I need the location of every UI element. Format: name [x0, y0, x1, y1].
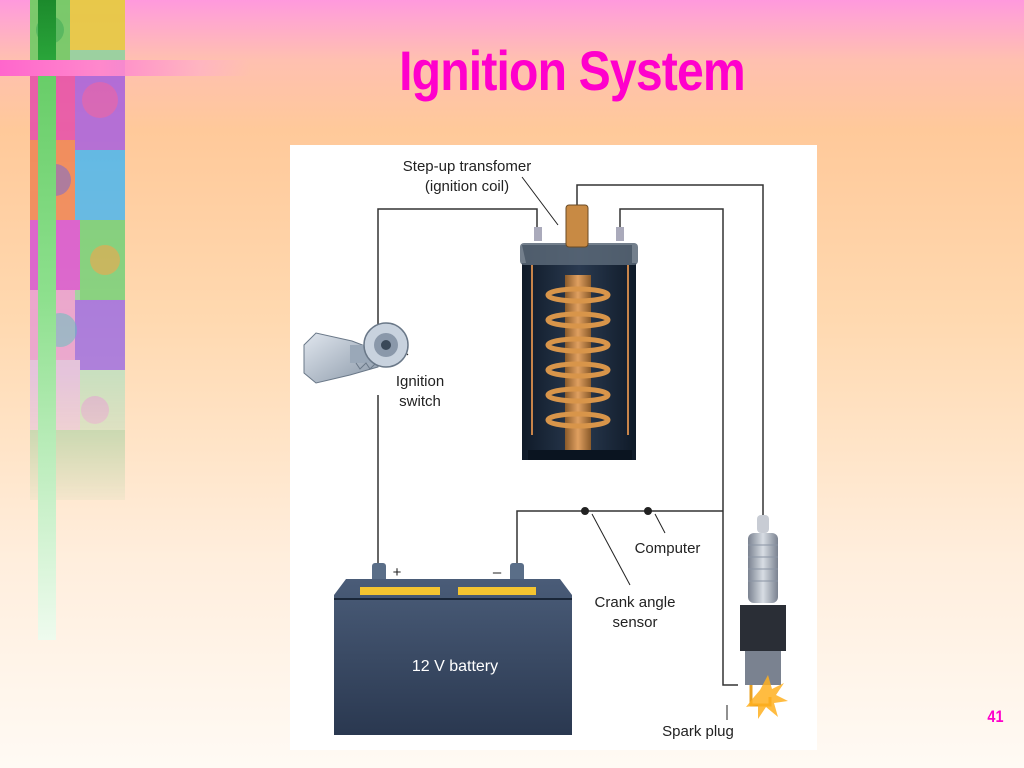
- spark-plug: [740, 515, 788, 719]
- coil-terminal-right: [616, 227, 624, 241]
- circuit-wires: [377, 184, 764, 686]
- transformer-label: Step-up transfomer (ignition coil): [372, 157, 562, 197]
- transformer-label-line1: Step-up transfomer: [402, 158, 532, 175]
- wire-battery-to-computer: [516, 510, 723, 565]
- battery-terminal-negative: [510, 563, 524, 583]
- ignition-key: [303, 322, 409, 384]
- ignition-switch-label-line2: switch: [399, 393, 441, 410]
- ignition-system-diagram: Step-up transfomer (ignition coil) Ignit…: [290, 145, 817, 750]
- decorative-green-bar: [38, 0, 56, 640]
- battery-label: 12 V battery: [411, 658, 499, 675]
- slide-number: 41: [987, 707, 1004, 726]
- ignition-switch-label: Ignition switch: [380, 372, 460, 412]
- junction-dot: [581, 507, 589, 515]
- ignition-coil: [520, 204, 638, 460]
- wire-coil-to-ground: [619, 208, 738, 686]
- wire-coil-to-switch: [377, 208, 538, 325]
- computer-label: Computer: [634, 540, 701, 557]
- crank-sensor-label-line1: Crank angle: [594, 594, 676, 611]
- spark-icon: [746, 675, 788, 719]
- coil-terminal-left: [534, 227, 542, 241]
- transformer-label-line2: (ignition coil): [424, 178, 510, 195]
- diagram-artwork: [303, 176, 788, 735]
- label-pointers: [397, 176, 728, 720]
- decorative-pink-bar: [0, 60, 250, 76]
- wire-coil-to-spark-plug: [576, 184, 764, 520]
- battery-plus-sign: +: [392, 564, 402, 581]
- battery-terminal-positive: [372, 563, 386, 583]
- battery: [334, 563, 572, 735]
- crank-sensor-label-line2: sensor: [612, 614, 658, 631]
- ignition-switch-label-line1: Ignition: [395, 373, 445, 390]
- coil-tower: [565, 204, 589, 248]
- decorative-artwork: [30, 0, 125, 500]
- battery-minus-sign: –: [492, 564, 502, 581]
- crank-angle-sensor-label: Crank angle sensor: [580, 593, 690, 633]
- decorative-mosaic: [30, 0, 125, 500]
- spark-plug-label: Spark plug: [662, 723, 734, 740]
- junction-dot: [644, 507, 652, 515]
- slide-title: Ignition System: [399, 39, 746, 102]
